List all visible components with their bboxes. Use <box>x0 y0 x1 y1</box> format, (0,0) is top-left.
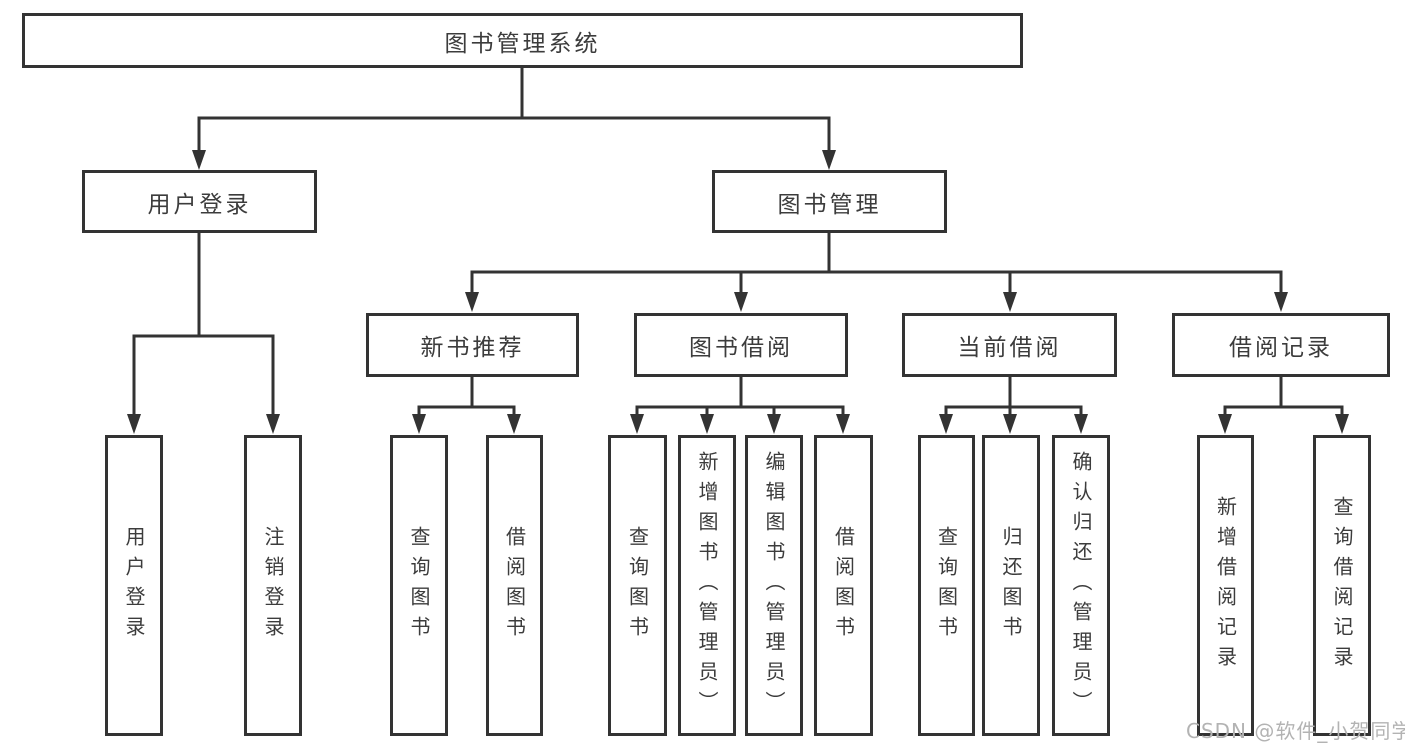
leaf-bb-borrow-books: 借阅图书 <box>814 435 873 736</box>
leaf-cb-confirm-return-admin: 确认归还（管理员） <box>1052 435 1110 736</box>
arrowhead <box>1003 292 1017 312</box>
arrowhead <box>939 414 953 434</box>
node-label: 用户登录 <box>147 191 252 218</box>
arrowhead <box>1335 414 1349 434</box>
leaf-label: 查询借阅记录 <box>1330 495 1354 676</box>
arrowhead <box>767 414 781 434</box>
leaf-user-login: 用户登录 <box>105 435 163 736</box>
leaf-bb-query-books: 查询图书 <box>608 435 667 736</box>
leaf-logout: 注销登录 <box>244 435 302 736</box>
leaf-nb-query-books: 查询图书 <box>390 435 448 736</box>
connectors-book-to-level3 <box>470 233 1283 295</box>
arrowhead <box>700 414 714 434</box>
arrowhead <box>836 414 850 434</box>
leaf-label: 查询图书 <box>934 525 959 646</box>
connectors-root-to-level2 <box>197 68 831 152</box>
arrowhead <box>1274 292 1288 312</box>
leaf-cb-return-books: 归还图书 <box>982 435 1040 736</box>
arrowhead <box>1074 414 1088 434</box>
node-new-book-recommend: 新书推荐 <box>366 313 579 377</box>
arrowheads-group <box>127 150 1349 434</box>
arrowhead <box>822 150 836 170</box>
connector-stroke-group <box>132 68 1344 419</box>
node-label: 图书借阅 <box>689 335 793 361</box>
leaf-nb-borrow-books: 借阅图书 <box>486 435 543 736</box>
node-label: 图书管理系统 <box>444 30 601 57</box>
connectors-user-branch <box>132 233 275 419</box>
leaf-label: 查询图书 <box>625 525 650 646</box>
arrowhead <box>192 150 206 170</box>
arrowhead <box>266 414 280 434</box>
node-root: 图书管理系统 <box>22 13 1023 68</box>
leaf-cb-query-books: 查询图书 <box>918 435 975 736</box>
leaf-label: 编辑图书（管理员） <box>762 450 786 721</box>
leaf-label: 借阅图书 <box>831 525 856 646</box>
node-user-login: 用户登录 <box>82 170 317 233</box>
leaf-label: 查询图书 <box>407 525 431 646</box>
node-label: 借阅记录 <box>1229 335 1333 361</box>
leaf-label: 注销登录 <box>261 525 285 646</box>
connectors-new-book-section <box>417 377 516 419</box>
node-label: 图书管理 <box>777 191 882 218</box>
leaf-label: 用户登录 <box>122 525 146 646</box>
arrowhead <box>1218 414 1232 434</box>
leaf-label: 新增借阅记录 <box>1213 495 1238 676</box>
node-book-management: 图书管理 <box>712 170 947 233</box>
arrowhead <box>734 292 748 312</box>
connectors-borrow-records-section <box>1223 377 1344 419</box>
leaf-label: 新增图书（管理员） <box>695 450 719 721</box>
arrowhead <box>465 292 479 312</box>
leaf-bb-add-books-admin: 新增图书（管理员） <box>678 435 736 736</box>
leaf-bb-edit-books-admin: 编辑图书（管理员） <box>745 435 803 736</box>
arrowhead <box>630 414 644 434</box>
node-borrow-records: 借阅记录 <box>1172 313 1390 377</box>
csdn-watermark: CSDN @软件_小贺同学 <box>1186 719 1405 743</box>
leaf-br-add-record: 新增借阅记录 <box>1197 435 1254 736</box>
arrowhead <box>1003 414 1017 434</box>
leaf-label: 归还图书 <box>999 525 1023 646</box>
node-label: 新书推荐 <box>420 335 525 361</box>
node-current-borrow: 当前借阅 <box>902 313 1117 377</box>
arrowhead <box>507 414 521 434</box>
leaf-label: 借阅图书 <box>502 525 527 646</box>
connectors-current-borrow-section <box>944 377 1083 419</box>
leaf-br-query-record: 查询借阅记录 <box>1313 435 1371 736</box>
node-label: 当前借阅 <box>957 335 1062 361</box>
connectors-book-borrow-section <box>635 377 845 419</box>
node-book-borrow: 图书借阅 <box>634 313 848 377</box>
arrowhead <box>127 414 141 434</box>
arrowhead <box>412 414 426 434</box>
leaf-label: 确认归还（管理员） <box>1069 450 1093 721</box>
